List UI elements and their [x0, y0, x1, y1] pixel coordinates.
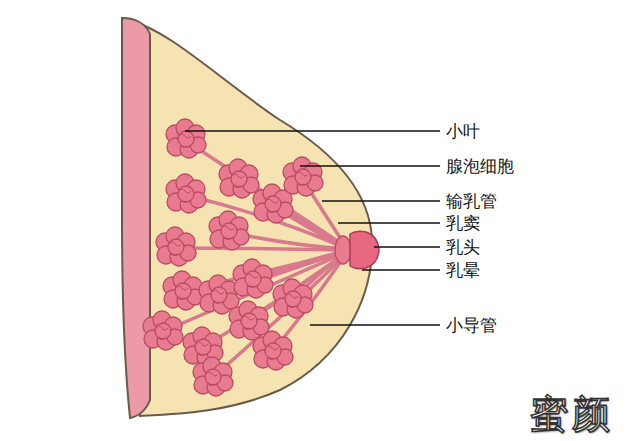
label-holder: 乳晕 [446, 259, 480, 281]
part-label: 乳晕 [446, 259, 480, 281]
label-holder: 乳头 [446, 236, 480, 258]
part-label: 小导管 [446, 314, 497, 336]
chest-wall [122, 18, 150, 418]
label-holder: 腺泡细胞 [446, 155, 514, 177]
label-holder: 输乳管 [446, 190, 497, 212]
leader-lines [185, 131, 440, 325]
lobules [143, 119, 323, 396]
breast-outline [128, 20, 372, 416]
label-holder: 小导管 [446, 314, 497, 336]
label-holder: 乳窦 [446, 212, 480, 234]
part-label: 腺泡细胞 [446, 155, 514, 177]
label-holder: 小叶 [446, 120, 480, 142]
watermark: 蜜颜 [530, 392, 614, 436]
part-label: 乳窦 [446, 212, 480, 234]
part-label: 输乳管 [446, 190, 497, 212]
nipple [350, 231, 379, 268]
part-label: 小叶 [446, 120, 480, 142]
label-holder: 蜜颜 [530, 392, 614, 436]
part-label: 乳头 [446, 236, 480, 258]
lactiferous-sinus [335, 236, 351, 264]
